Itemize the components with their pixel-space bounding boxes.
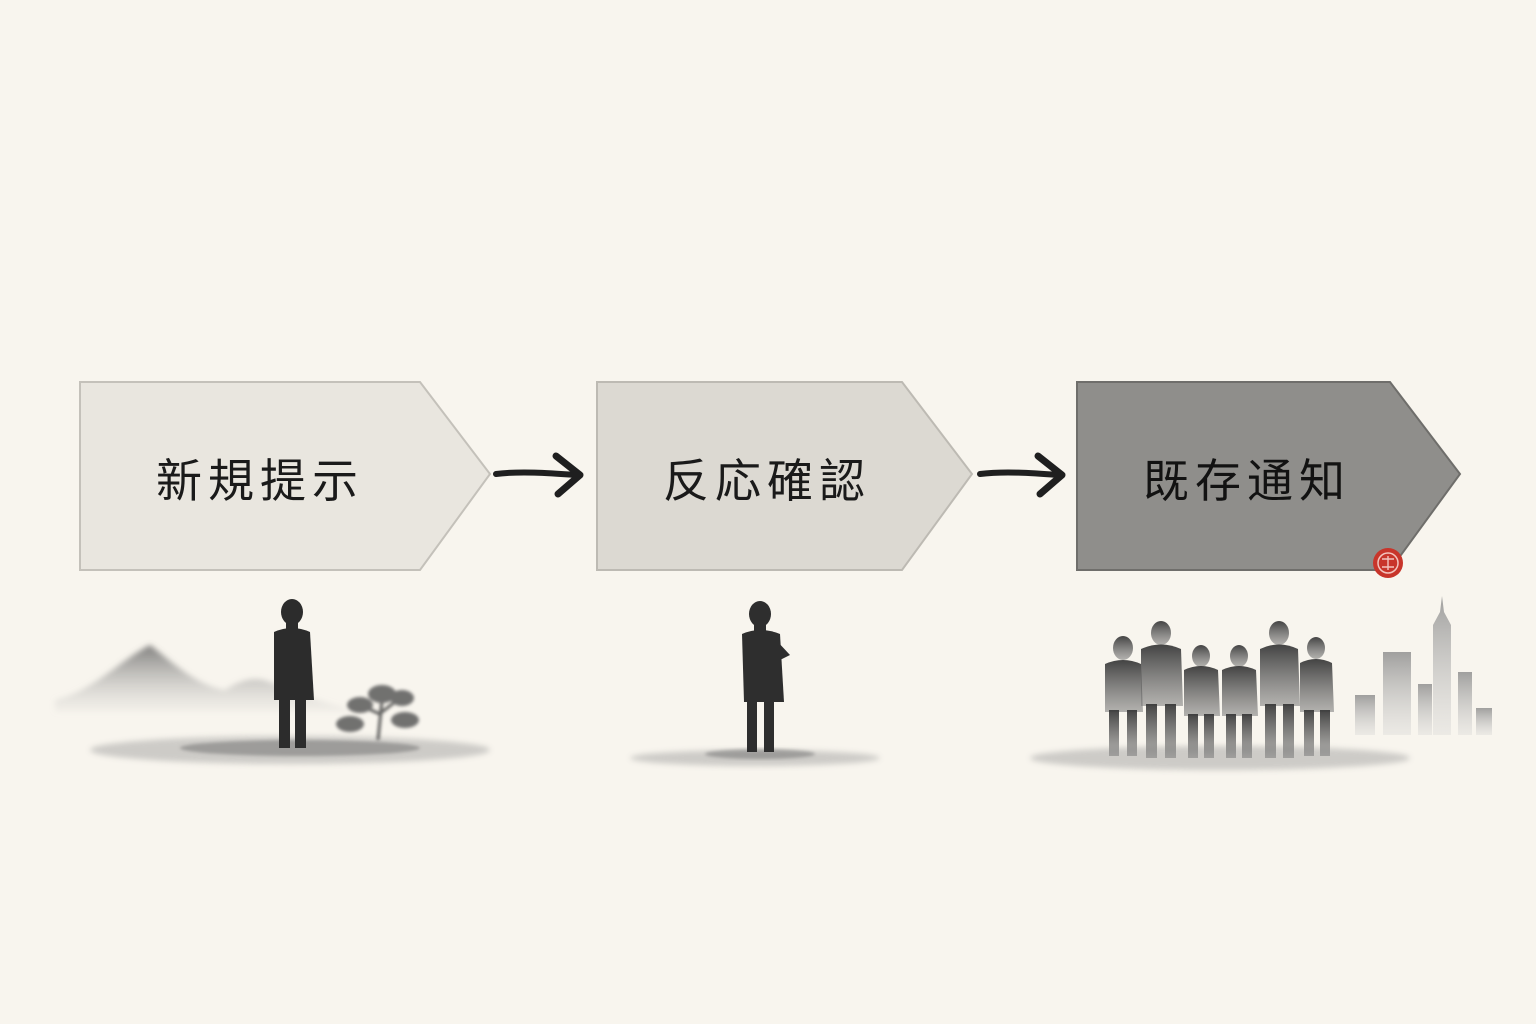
step-box-1	[79, 381, 492, 571]
scene-thinking-figure	[630, 601, 880, 766]
group-of-people-icon	[1105, 621, 1334, 758]
step-label-3: 既存通知	[1143, 454, 1351, 508]
scene-group-city	[1030, 596, 1492, 770]
red-seal-icon	[1373, 548, 1403, 578]
step-box-3	[1076, 381, 1462, 571]
brush-arrow-icon	[977, 452, 1066, 498]
thinking-person-icon	[742, 601, 790, 752]
step-label-2: 反応確認	[663, 454, 871, 508]
city-skyline-icon	[1355, 596, 1492, 735]
scene-lone-figure	[55, 599, 490, 764]
step-box-2	[596, 381, 974, 571]
standing-person-icon	[274, 599, 314, 748]
bush-icon	[336, 685, 419, 741]
step-label-1: 新規提示	[156, 454, 364, 508]
brush-arrow-icon	[493, 452, 584, 498]
